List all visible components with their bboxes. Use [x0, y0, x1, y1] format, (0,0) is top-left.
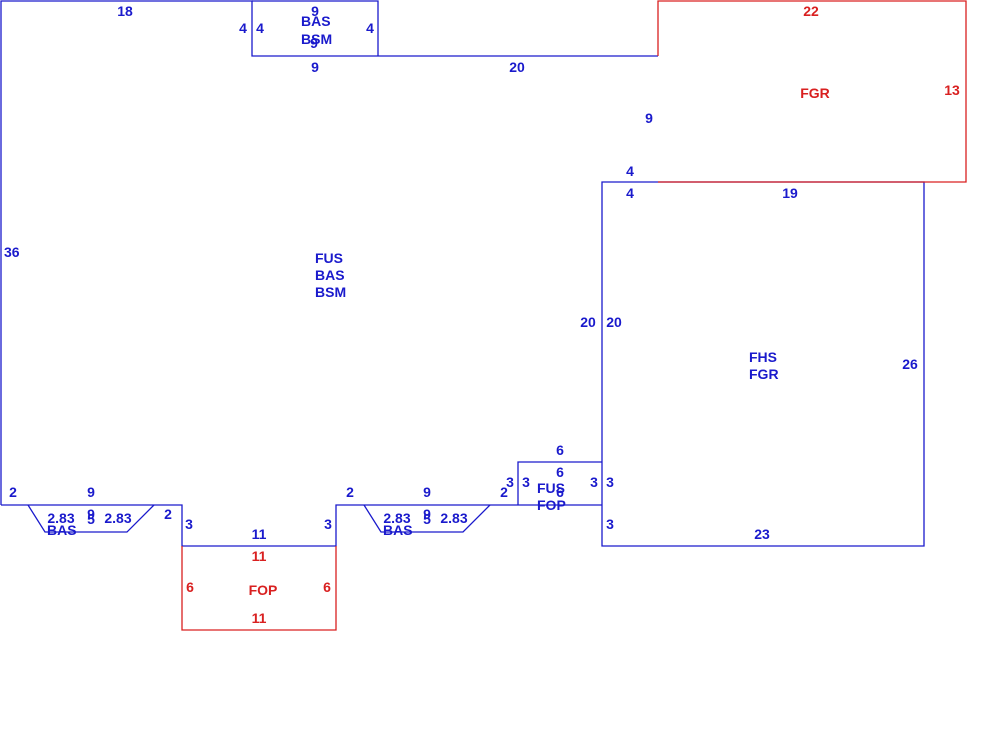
dim-small-porch-right-inner: 3	[590, 474, 598, 490]
dim-garage-top: 22	[803, 3, 819, 19]
dim-bay-right-side: 2	[346, 484, 354, 500]
dim-bay-left-side: 2	[9, 484, 17, 500]
dim-garage-right: 13	[944, 82, 960, 98]
dim-small-porch-left-inner: 3	[522, 474, 530, 490]
bay-right-label: BAS	[383, 522, 413, 538]
garage-top-label: FGR	[800, 85, 830, 101]
dim-right-block-left-outer: 20	[580, 314, 596, 330]
dim-small-porch-right-outer: 3	[606, 474, 614, 490]
dim-porch-bottom: 11	[252, 610, 267, 626]
dim-bay-right-side2: 2	[500, 484, 508, 500]
porch-outline	[181, 546, 337, 631]
dim-bump-top: 9	[311, 3, 319, 19]
dim-bump-bottom: 9	[311, 59, 319, 75]
dim-porch-right-outer: 3	[324, 516, 332, 532]
dim-bump-right: 4	[366, 20, 374, 36]
bay-right-inner-label: 5	[423, 511, 431, 527]
dim-top-mid: 20	[509, 59, 525, 75]
top-bump-label-2: BSM	[301, 31, 332, 47]
dim-porch-top: 11	[252, 548, 267, 564]
dim-left-side: 36	[4, 244, 20, 260]
dim-right-block-left-inner: 20	[606, 314, 622, 330]
bay-right-outline	[363, 504, 491, 533]
bay-left-label: BAS	[47, 522, 77, 538]
garage-outline	[657, 0, 967, 183]
dim-bump-left-inner: 4	[256, 20, 264, 36]
right-block-label-2: FGR	[749, 366, 779, 382]
dim-porch-right: 6	[323, 579, 331, 595]
dim-porch-left: 6	[186, 579, 194, 595]
small-porch-label-1: FUS	[537, 480, 565, 496]
main-area-outline	[0, 0, 925, 547]
dim-small-porch-top-inner: 6	[556, 464, 564, 480]
dim-bay-left-side2: 2	[164, 506, 172, 522]
dim-porch-top-outer: 11	[252, 526, 267, 542]
dim-bay-left-diag2: 2.83	[104, 510, 131, 526]
bottom-edge-outline	[1, 461, 602, 547]
small-porch-label-2: FOP	[537, 497, 566, 513]
dim-bay-right-diag2: 2.83	[440, 510, 467, 526]
dim-bump-left-outer: 4	[239, 20, 247, 36]
dim-step-upper: 4	[626, 163, 634, 179]
bay-left-inner-label: 5	[87, 511, 95, 527]
dim-right-block-bottom: 23	[754, 526, 770, 542]
dim-garage-left: 9	[645, 110, 653, 126]
main-area-label-1: FUS	[315, 250, 343, 266]
dim-small-porch-left-outer: 3	[506, 474, 514, 490]
main-area-label-2: BAS	[315, 267, 345, 283]
dim-bay-right-mid: 9	[423, 506, 431, 522]
porch-label: FOP	[249, 582, 278, 598]
top-bump-label-1: BAS	[301, 13, 331, 29]
dim-porch-left-outer: 3	[185, 516, 193, 532]
dim-bay-right-diag1: 2.83	[383, 510, 410, 526]
dim-right-block-bottom-left: 3	[606, 516, 614, 532]
dim-bay-left-mid: 9	[87, 506, 95, 522]
dim-small-porch-top: 6	[556, 442, 564, 458]
dim-bay-right-top: 9	[423, 484, 431, 500]
main-area-label-3: BSM	[315, 284, 346, 300]
right-block-label-1: FHS	[749, 349, 777, 365]
dim-bay-left-top: 9	[87, 484, 95, 500]
dim-bay-left-diag1: 2.83	[47, 510, 74, 526]
dim-top-left: 18	[117, 3, 133, 19]
bay-left-outline	[27, 504, 155, 533]
dim-step-lower: 4	[626, 185, 634, 201]
top-bump-overlap-label: 9	[310, 35, 318, 51]
small-porch-overlap-label: 6	[556, 484, 564, 500]
dim-right-block-top: 19	[782, 185, 798, 201]
dim-right-block-right: 26	[902, 356, 918, 372]
top-bump-outline	[252, 0, 379, 56]
